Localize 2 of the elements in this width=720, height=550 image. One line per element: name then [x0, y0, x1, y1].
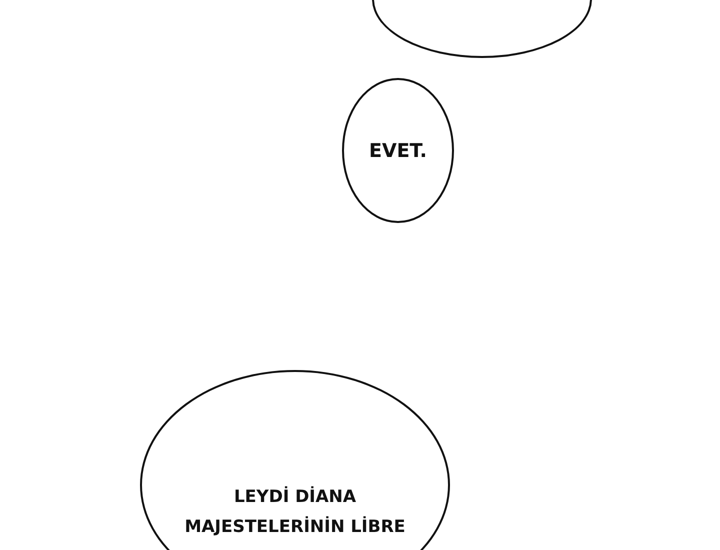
speech-text: EVET. — [369, 138, 427, 164]
speech-text: LEYDİ DİANA MAJESTELERİNİN LİBRE — [184, 485, 406, 539]
